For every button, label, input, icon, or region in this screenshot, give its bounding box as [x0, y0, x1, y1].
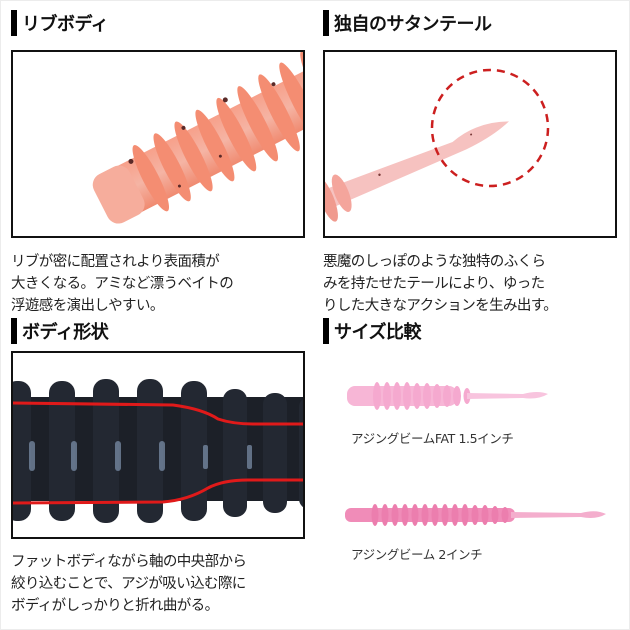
- heading-bar: [323, 10, 329, 36]
- section-caption: 悪魔のしっぽのような独特のふくら みを持たせたテールにより、ゆった りした大きな…: [323, 251, 623, 317]
- section-title: サイズ比較: [334, 322, 421, 343]
- caption-line: 大きくなる。アミなど漂うベイトの: [11, 276, 234, 292]
- highlight-circle: [430, 68, 550, 188]
- section-title: 独自のサタンテール: [334, 14, 492, 35]
- worm-2inch-illustration: [345, 504, 606, 526]
- caption-line: ファットボディながら軸の中央部から: [11, 554, 247, 570]
- satan-tail-photo: [323, 50, 617, 238]
- heading-bar: [11, 318, 17, 344]
- rib-body-photo: [11, 50, 305, 238]
- caption-line: 絞り込むことで、アジが吸い込む際に: [11, 576, 246, 592]
- section-size-comparison: サイズ比較 アジングビームFAT 1.5インチ アジングビーム 2インチ: [323, 318, 623, 628]
- section-rib-body: リブボディ: [11, 10, 311, 314]
- body-shape-photo: [11, 351, 305, 539]
- size-label-fat: アジングビームFAT 1.5インチ: [351, 431, 514, 446]
- caption-line: リブが密に配置されより表面積が: [11, 254, 220, 270]
- section-heading: ボディ形状: [11, 318, 109, 344]
- tail-worm-illustration: [325, 68, 550, 222]
- section-caption: ファットボディながら軸の中央部から 絞り込むことで、アジが吸い込む際に ボディが…: [11, 551, 311, 617]
- caption-line: ボディがしっかりと折れ曲がる。: [11, 598, 219, 614]
- caption-line: みを持たせたテールにより、ゆった: [323, 276, 545, 292]
- caption-line: りした大きなアクションを生み出す。: [323, 298, 558, 314]
- section-title: ボディ形状: [22, 322, 109, 343]
- section-heading: リブボディ: [11, 10, 109, 36]
- fat-worm-illustration: [347, 382, 548, 410]
- size-label-2inch: アジングビーム 2インチ: [351, 547, 483, 562]
- black-worm-illustration: [13, 379, 303, 523]
- section-satan-tail: 独自のサタンテール 悪魔のしっぽのような独特のふくら みを持たせたテールにより、…: [323, 10, 623, 314]
- section-body-shape: ボディ形状 ファットボディながら軸の中央部から: [11, 318, 311, 628]
- caption-line: 悪魔のしっぽのような独特のふくら: [323, 254, 546, 270]
- caption-line: 浮遊感を演出しやすい。: [11, 298, 164, 314]
- section-heading: 独自のサタンテール: [323, 10, 492, 36]
- heading-bar: [323, 318, 329, 344]
- ribbed-worm-illustration: [92, 52, 303, 224]
- section-caption: リブが密に配置されより表面積が 大きくなる。アミなど漂うベイトの 浮遊感を演出し…: [11, 251, 311, 317]
- section-heading: サイズ比較: [323, 318, 421, 344]
- section-title: リブボディ: [22, 14, 109, 35]
- heading-bar: [11, 10, 17, 36]
